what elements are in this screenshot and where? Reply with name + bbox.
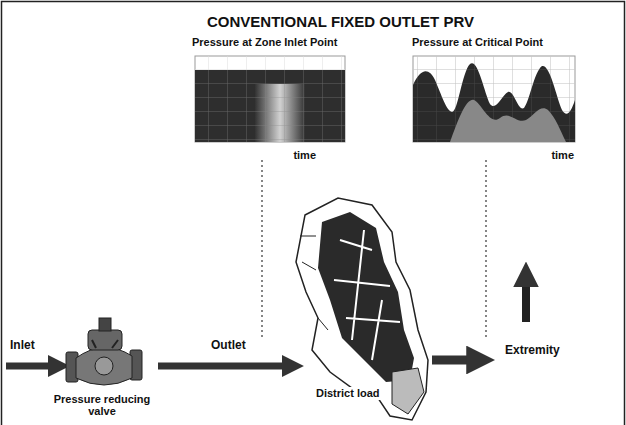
district-map [296,198,428,420]
diagram-node: District load [296,196,430,422]
axis-label: time [293,149,316,162]
critical-pressure-chart [413,56,575,142]
inlet-arrow [6,363,52,370]
leader-line [485,160,486,340]
flow-label: Outlet [211,338,246,352]
flow-label: Inlet [10,338,35,352]
up-arrow [522,282,530,322]
valve-illustration [66,318,142,385]
diagram-node: Pressure at Critical Point time [410,36,580,162]
leader-line [261,160,262,338]
inlet-pressure-chart [195,56,345,142]
axis-label: time [551,149,574,162]
extremity-arrow [432,356,472,365]
valve-label: Pressure reducing valve [52,393,152,418]
diagram-node: Pressure at Zone Inlet Point time [192,36,352,162]
map-label: District load [314,387,382,400]
flow-label: Extremity [505,343,560,357]
chart-heading: Pressure at Zone Inlet Point [192,36,337,49]
diagram-node: Pressure reducing valve [48,316,156,420]
title: CONVENTIONAL FIXED OUTLET PRV [207,13,474,30]
chart-heading: Pressure at Critical Point [412,36,543,49]
flow-arrow [158,363,286,370]
